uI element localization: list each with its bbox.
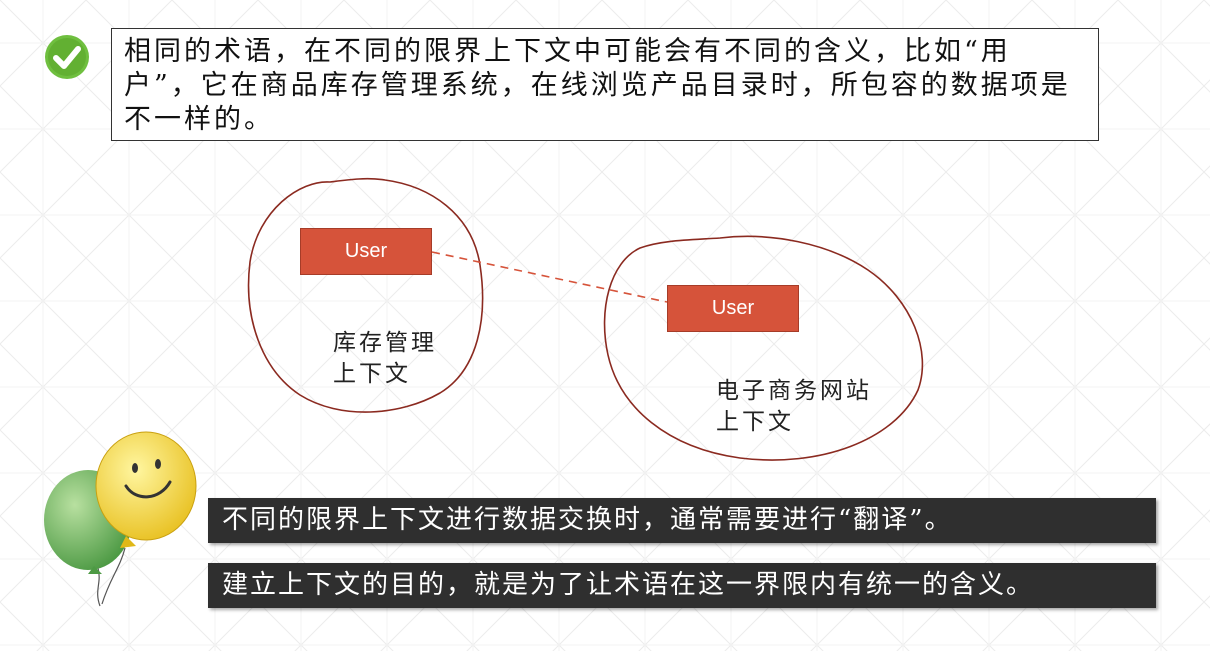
inventory-user-label: User [344, 240, 388, 262]
intro-text: 相同的术语，在不同的限界上下文中可能会有不同的含义，比如“用户”，它在商品库存管… [124, 36, 1071, 135]
ecommerce-context-label: 电子商务网站 上下文 [716, 376, 872, 438]
note-translation-text: 不同的限界上下文进行数据交换时，通常需要进行“翻译”。 [222, 505, 953, 535]
ecommerce-user-label: User [711, 297, 755, 319]
inventory-context-boundary [247, 177, 484, 413]
balloons-icon [44, 431, 197, 607]
ecommerce-context-label-line1: 电子商务网站 [716, 378, 872, 404]
inventory-context-label-line2: 上下文 [333, 361, 411, 387]
check-circle-icon [45, 35, 89, 79]
inventory-context-label: 库存管理 上下文 [333, 328, 437, 390]
note-translation: 不同的限界上下文进行数据交换时，通常需要进行“翻译”。 [208, 498, 1156, 543]
ecommerce-context-boundary [603, 235, 924, 461]
inventory-user-entity: User [300, 228, 432, 275]
ecommerce-user-entity: User [667, 285, 799, 332]
note-purpose-text: 建立上下文的目的，就是为了让术语在这一界限内有统一的含义。 [222, 570, 1035, 600]
note-purpose: 建立上下文的目的，就是为了让术语在这一界限内有统一的含义。 [208, 563, 1156, 608]
user-mapping-connector [431, 251, 668, 303]
inventory-context-label-line1: 库存管理 [333, 330, 437, 356]
ecommerce-context-label-line2: 上下文 [716, 409, 794, 435]
intro-text-box: 相同的术语，在不同的限界上下文中可能会有不同的含义，比如“用户”，它在商品库存管… [111, 28, 1099, 141]
